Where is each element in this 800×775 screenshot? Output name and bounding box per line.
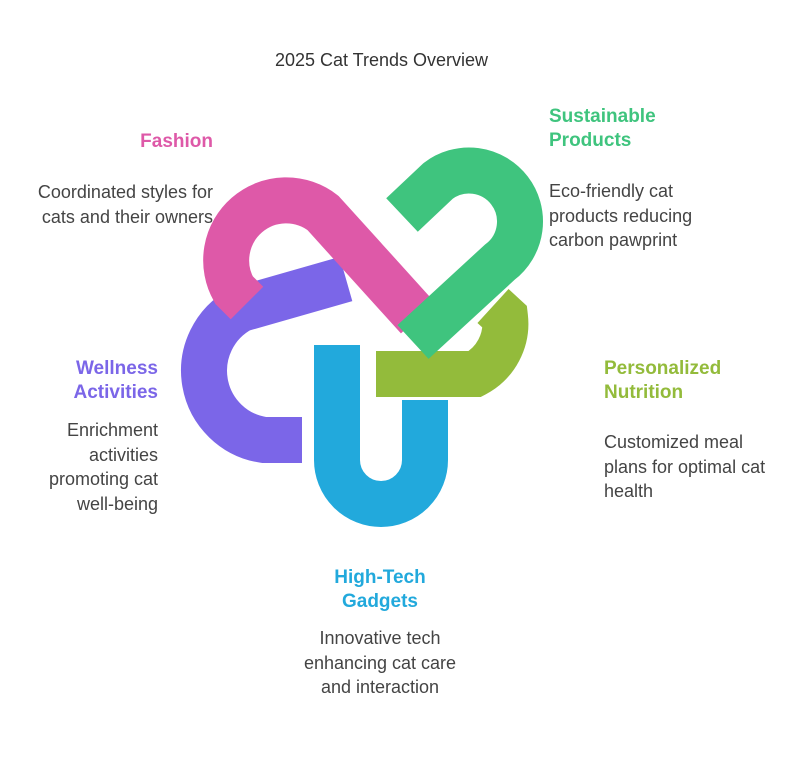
personalized-nutrition-description: Customized meal plans for optimal cat he… [604,432,766,501]
diagram-title: 2025 Cat Trends Overview [274,50,489,70]
wellness-activities-label: Wellness Activities [73,358,158,403]
sustainable-products-description: Eco-friendly cat products reducing carbo… [549,181,693,250]
high-tech-gadgets-description: Innovative tech enhancing cat care and i… [303,628,457,697]
wellness-activities-description: Enrichment activities promoting cat well… [48,420,158,514]
high-tech-gadgets-label: High-Tech Gadgets [334,567,426,612]
personalized-nutrition-label: Personalized Nutrition [604,358,722,403]
loop-nutrition [376,289,529,397]
fashion-label: Fashion [140,131,213,152]
sustainable-products-label: Sustainable Products [549,106,656,151]
loop-fashion [203,177,436,334]
loop-gadgets [314,345,448,527]
fashion-description: Coordinated styles for cats and their ow… [37,182,213,227]
loop-wellness [181,256,353,463]
loop-sustainable [386,147,543,359]
